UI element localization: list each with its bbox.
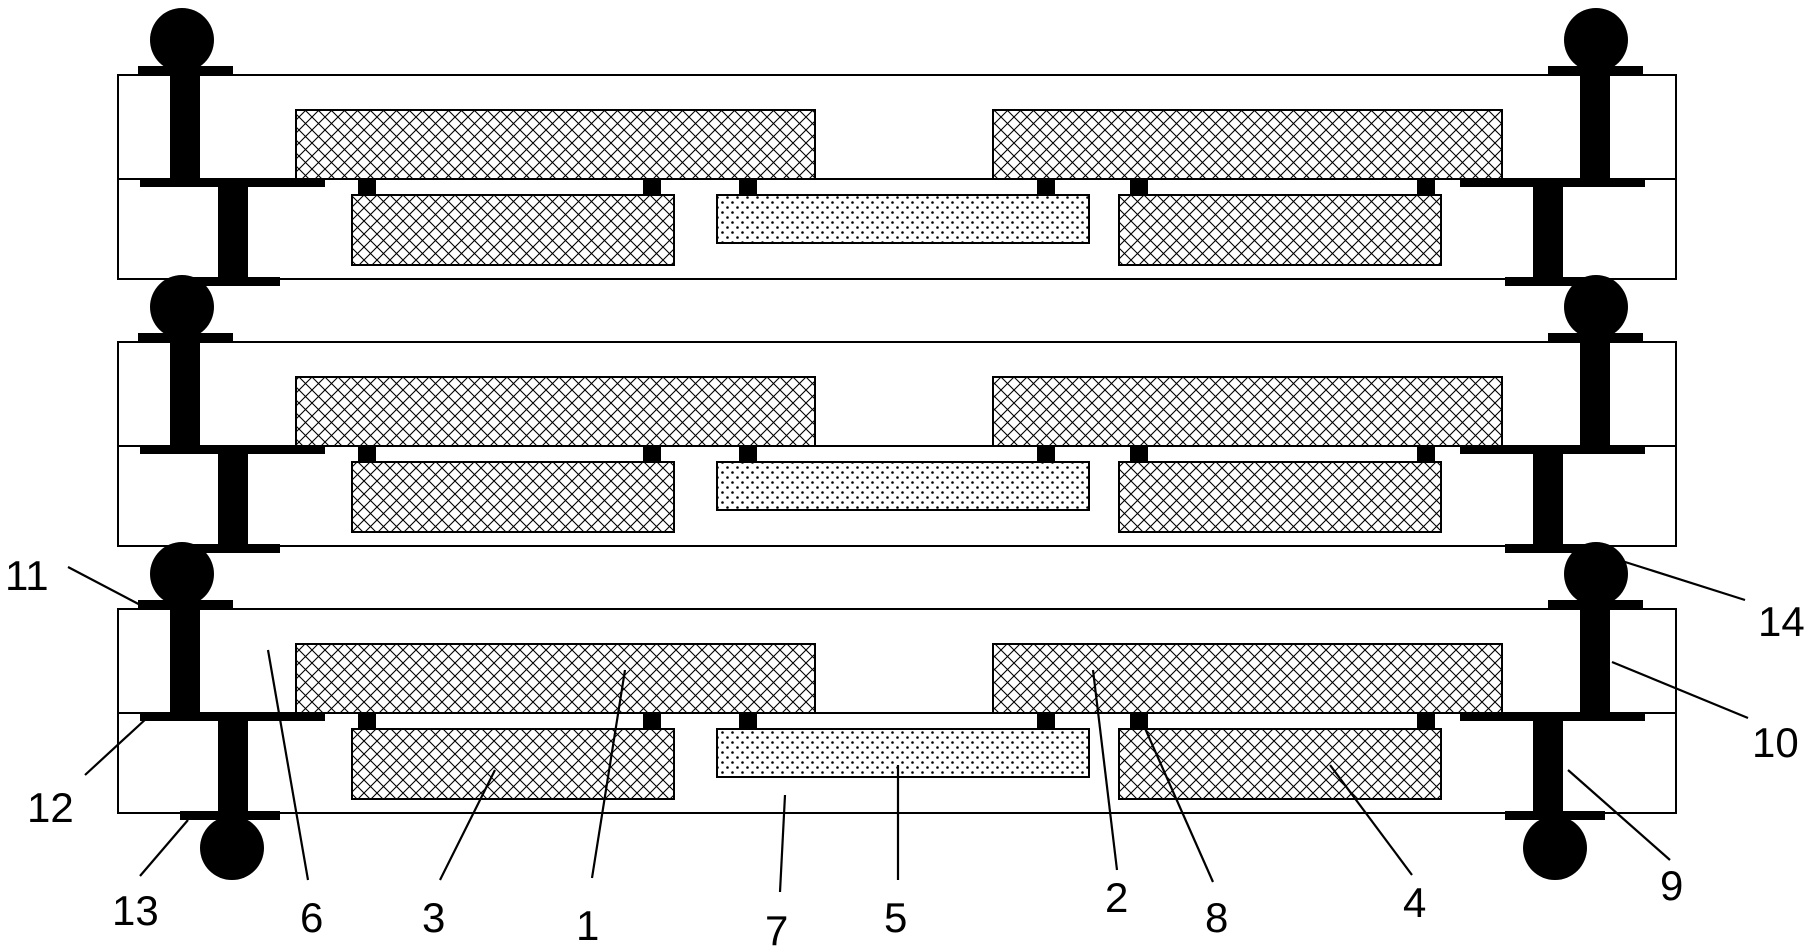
bump: [643, 713, 661, 728]
leader-14: [1602, 553, 1746, 602]
solder-ball-bottom-right: [1523, 816, 1587, 880]
via-lower-right: [1533, 446, 1563, 546]
leader-4: [1329, 764, 1413, 876]
leader-7: [778, 794, 787, 893]
pad-bottom-right: [1505, 811, 1605, 820]
leader-1: [590, 669, 627, 879]
label-11: 11: [5, 552, 49, 599]
chip-upper-right: [992, 109, 1503, 180]
leader-2: [1091, 669, 1119, 871]
solder-ball-top-left: [150, 275, 214, 339]
chip-upper-right: [992, 643, 1503, 714]
pad-top-right: [1548, 333, 1643, 342]
leader-12: [84, 716, 149, 776]
via-lower-left: [218, 446, 248, 546]
label-10: 10: [1752, 719, 1799, 766]
bump: [358, 179, 376, 194]
pad-bottom-left: [180, 544, 280, 553]
label-1: 1: [576, 902, 599, 949]
label-9: 9: [1660, 862, 1683, 909]
bump: [358, 446, 376, 461]
chip-lower-right: [1118, 728, 1442, 800]
chip-upper-left: [295, 643, 816, 714]
leader-11: [67, 566, 149, 610]
label-14: 14: [1758, 598, 1805, 645]
pad-top-left: [138, 66, 233, 75]
leader-9: [1567, 769, 1671, 861]
pad-bottom-left: [180, 811, 280, 820]
pad-bottom-left: [180, 277, 280, 286]
pad-top-right: [1548, 600, 1643, 609]
via-upper-right: [1580, 75, 1610, 179]
leader-3: [439, 769, 496, 881]
pad-top-right: [1548, 66, 1643, 75]
bump: [739, 446, 757, 461]
label-6: 6: [300, 894, 323, 941]
bump: [1417, 713, 1435, 728]
chip-lower-left: [351, 194, 675, 266]
bump: [358, 713, 376, 728]
bump: [1417, 179, 1435, 194]
bump: [1130, 713, 1148, 728]
passive-component: [716, 194, 1090, 244]
solder-ball-bottom-left: [200, 816, 264, 880]
via-lower-left: [218, 713, 248, 813]
bump: [1037, 446, 1055, 461]
solder-ball-top-right: [1564, 542, 1628, 606]
bump: [1037, 713, 1055, 728]
bump: [1130, 179, 1148, 194]
leader-10: [1611, 660, 1749, 720]
pad-top-left: [138, 333, 233, 342]
label-5: 5: [884, 894, 907, 941]
via-upper-right: [1580, 609, 1610, 713]
via-lower-left: [218, 179, 248, 279]
bump: [739, 179, 757, 194]
passive-component: [716, 728, 1090, 778]
solder-ball-top-left: [150, 542, 214, 606]
label-3: 3: [422, 894, 445, 941]
chip-lower-right: [1118, 194, 1442, 266]
label-2: 2: [1105, 874, 1128, 921]
via-upper-left: [170, 75, 200, 179]
solder-ball-top-right: [1564, 275, 1628, 339]
bump: [643, 179, 661, 194]
via-lower-right: [1533, 713, 1563, 813]
pad-bottom-right: [1505, 277, 1605, 286]
leader-8: [1138, 716, 1215, 883]
leader-lines: [67, 553, 1749, 893]
label-12: 12: [27, 784, 74, 831]
chip-lower-right: [1118, 461, 1442, 533]
chip-upper-left: [295, 109, 816, 180]
via-upper-left: [170, 342, 200, 446]
chip-upper-right: [992, 376, 1503, 447]
label-8: 8: [1205, 894, 1228, 941]
via-upper-right: [1580, 342, 1610, 446]
bump: [1417, 446, 1435, 461]
bump: [643, 446, 661, 461]
bump: [1130, 446, 1148, 461]
pad-top-left: [138, 600, 233, 609]
bump: [1037, 179, 1055, 194]
leader-13: [139, 819, 189, 877]
chip-lower-left: [351, 461, 675, 533]
passive-component: [716, 461, 1090, 511]
reference-labels: 11 12 13 6 3 1 7 5 2 8 4 14 10 9: [5, 552, 1805, 952]
via-lower-right: [1533, 179, 1563, 279]
chip-lower-left: [351, 728, 675, 800]
package-layers: [117, 8, 1677, 880]
pad-bottom-right: [1505, 544, 1605, 553]
label-4: 4: [1403, 879, 1426, 926]
solder-ball-top-left: [150, 8, 214, 72]
label-7: 7: [765, 907, 788, 952]
solder-ball-top-right: [1564, 8, 1628, 72]
chip-upper-left: [295, 376, 816, 447]
via-upper-left: [170, 609, 200, 713]
leader-6: [266, 649, 310, 881]
label-13: 13: [112, 887, 159, 934]
bump: [739, 713, 757, 728]
